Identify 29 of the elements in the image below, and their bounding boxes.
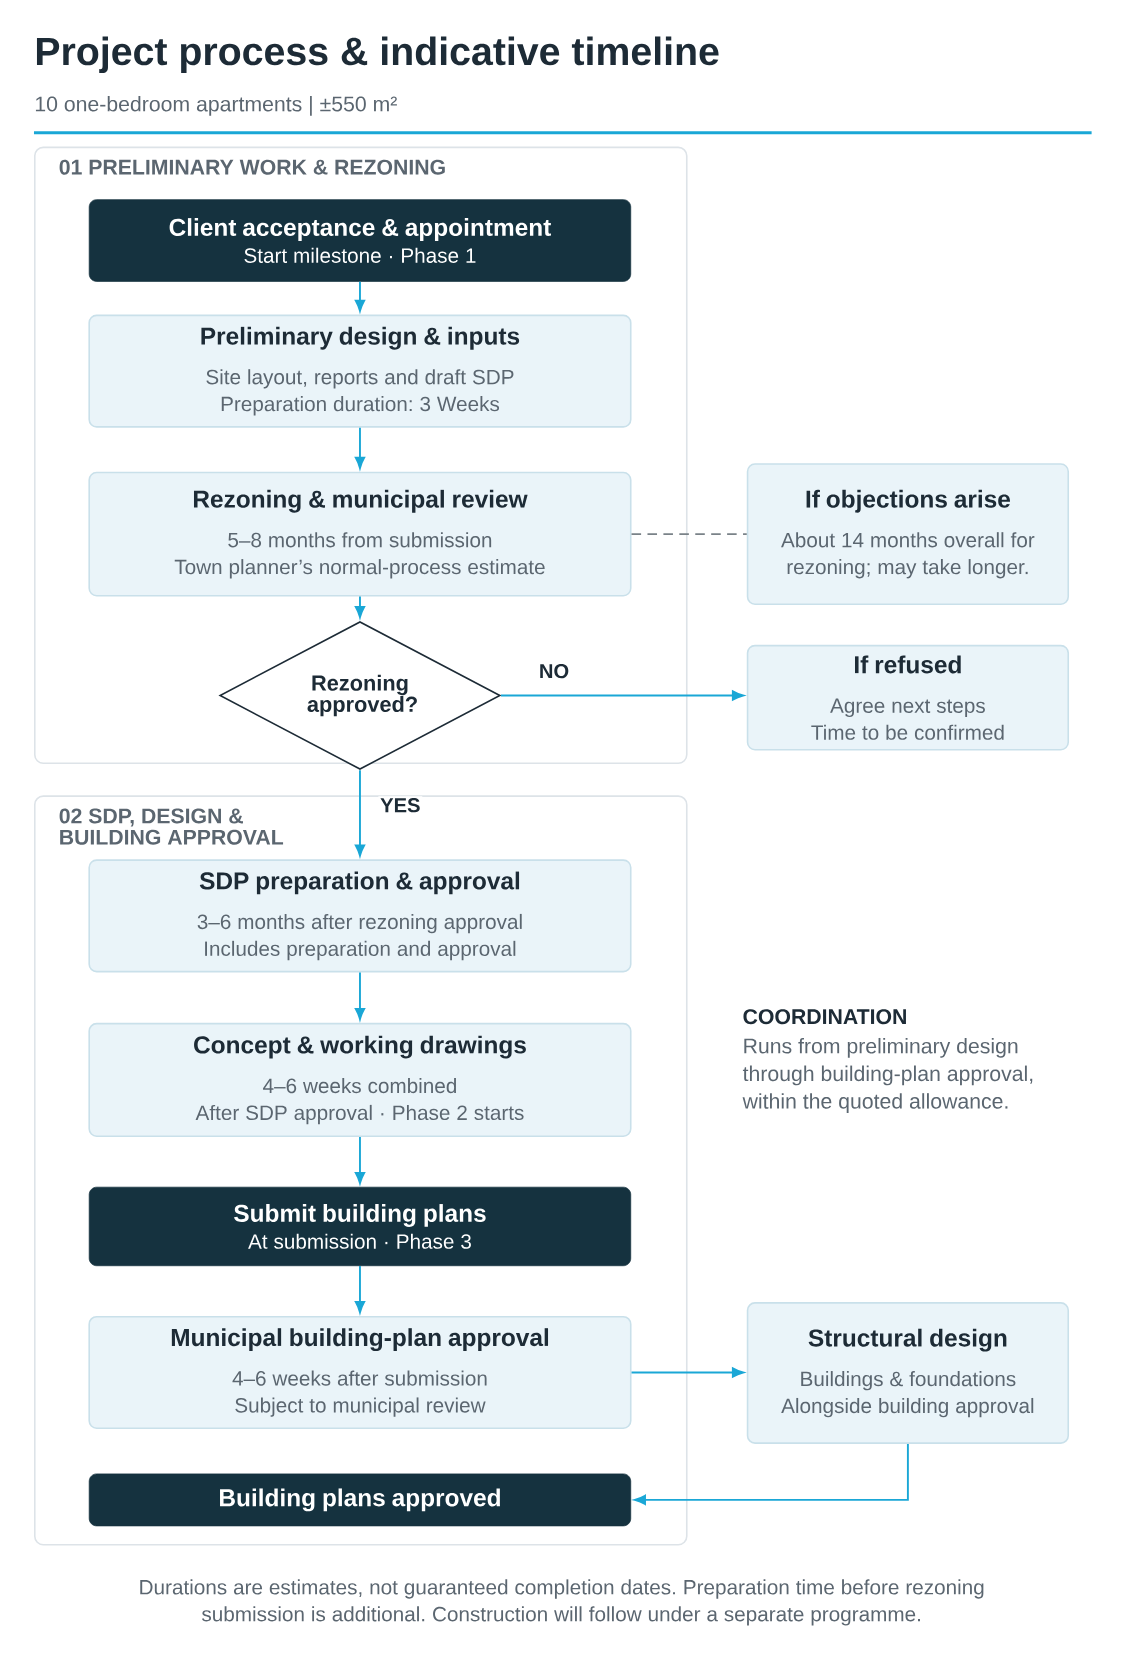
note-box: Structural design Buildings & foundations Alongside building approval — [747, 1302, 1070, 1444]
arrow — [355, 1136, 366, 1184]
arrow — [355, 595, 366, 619]
arrow — [634, 1442, 910, 1505]
note-heading: COORDINATION — [743, 1009, 907, 1025]
caption: Durations are estimates, not guaranteed completion dates. Preparation time before rezoning submission is additional. Construction will follow under a separate programme. — [140, 1579, 984, 1626]
milestone-box: Client acceptance & appointment Start milestone · Phase 1 — [89, 199, 632, 282]
process-box: SDP preparation & approval 3–6 months after rezoning approval Includes preparation and approval — [88, 859, 632, 973]
note-text: Runs from preliminary design through building-plan approval, within the quoted allowance. — [742, 1037, 1033, 1113]
edge-label: YES — [380, 798, 420, 813]
arrow — [355, 1265, 366, 1314]
process-box: Municipal building-plan approval 4–6 weeks after submission Subject to municipal review — [88, 1315, 632, 1429]
subtitle: 10 one-bedroom apartments | ±550 m² — [36, 95, 398, 116]
arrow — [355, 426, 366, 469]
process-box: Preliminary design & inputs Site layout, reports and draft SDP Preparation duration: 3 Weeks — [88, 314, 632, 428]
arrow — [630, 1367, 745, 1378]
connector-line — [630, 533, 748, 536]
arrow — [355, 971, 366, 1021]
note-box: If objections arise About 14 months overall for rezoning; may take longer. — [747, 463, 1070, 605]
note-box: If refused Agree next steps Time to be confirmed — [747, 644, 1070, 751]
arrow — [500, 690, 745, 701]
arrow — [355, 280, 366, 312]
arrow — [355, 769, 366, 857]
title: Project process & indicative timeline — [37, 36, 719, 74]
edge-label: NO — [540, 663, 569, 679]
process-box: Rezoning & municipal review 5–8 months from submission Town planner’s normal-process estimate — [88, 471, 632, 597]
process-box: Concept & working drawings 4–6 weeks combined After SDP approval · Phase 2 starts — [88, 1022, 632, 1137]
milestone-box: Building plans approved — [89, 1473, 632, 1527]
milestone-box: Submit building plans At submission · Phase 3 — [89, 1186, 632, 1267]
